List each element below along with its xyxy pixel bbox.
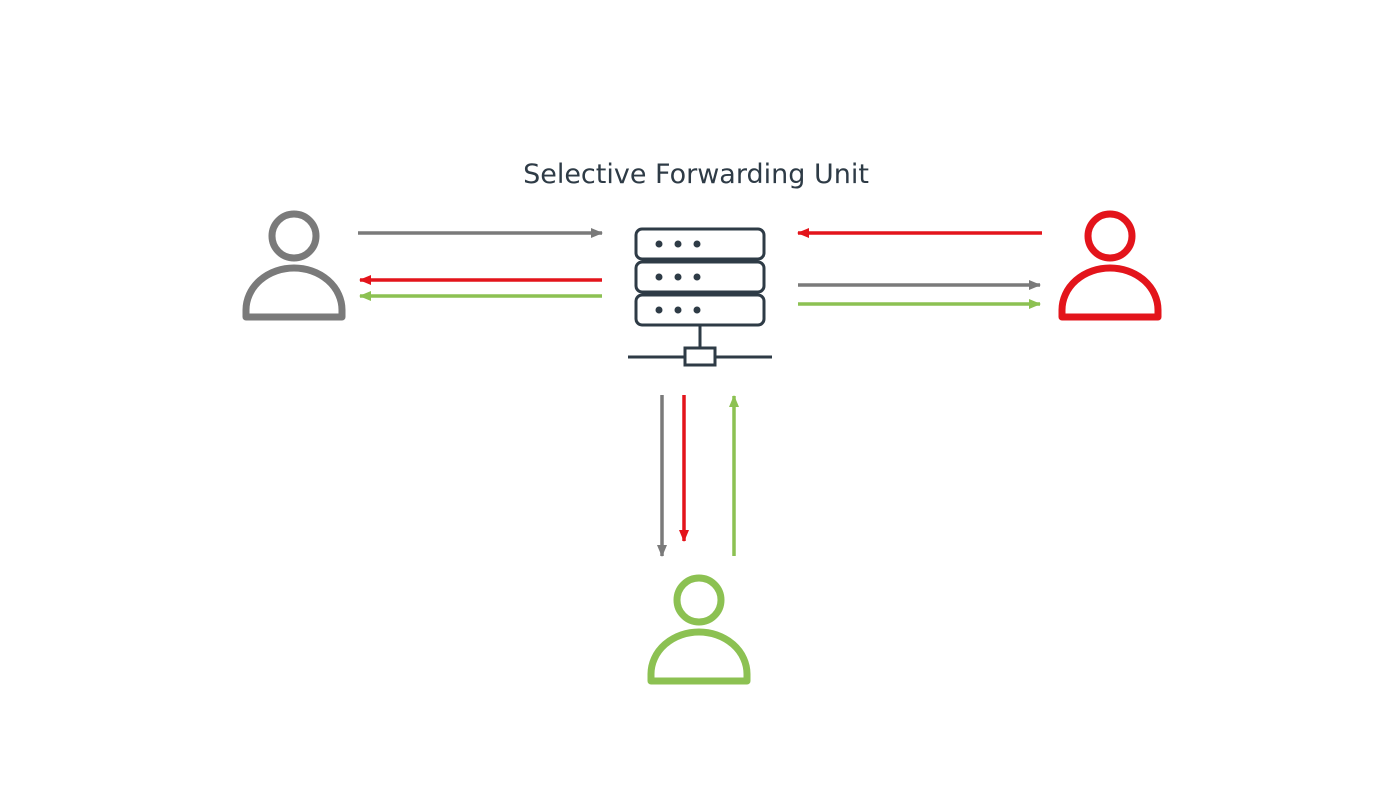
- user-green-icon: [647, 574, 751, 685]
- server-icon: [628, 227, 772, 367]
- user-red-icon: [1058, 210, 1162, 321]
- diagram-title: Selective Forwarding Unit: [523, 159, 869, 190]
- user-gray-icon: [242, 210, 346, 321]
